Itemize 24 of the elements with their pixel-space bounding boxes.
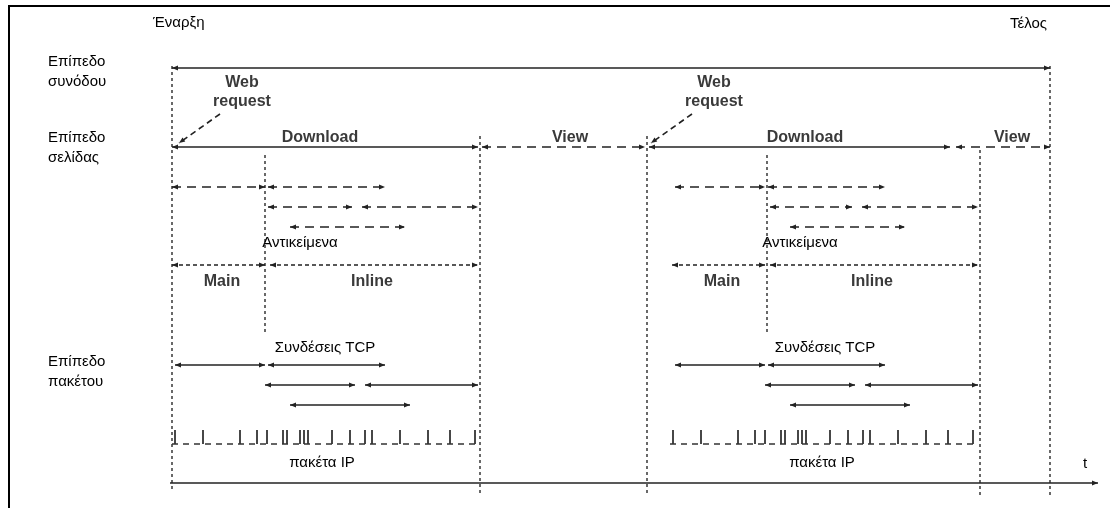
annotation-text: Web request xyxy=(672,72,756,114)
span-label: Main xyxy=(203,271,241,291)
axis-label: t xyxy=(1083,453,1088,473)
span-label: Inline xyxy=(351,271,393,291)
axis-label: Επίπεδο πακέτου xyxy=(48,351,107,390)
axis-label: Αντικείμενα xyxy=(262,232,338,252)
axis-label: πακέτα IP xyxy=(789,452,855,472)
span-label: View xyxy=(551,127,589,147)
leader-arrow xyxy=(178,113,221,144)
axis-label: Επίπεδο συνόδου xyxy=(48,51,108,90)
axis-label: Συνδέσεις TCP xyxy=(774,337,876,357)
axis-label: Έναρξη xyxy=(153,12,205,32)
span-label: Inline xyxy=(851,271,893,291)
span-label: Download xyxy=(766,127,844,147)
leader-arrow xyxy=(650,113,693,144)
axis-label: Συνδέσεις TCP xyxy=(274,337,376,357)
axis-label: Τέλος xyxy=(1010,13,1048,33)
span-label: View xyxy=(993,127,1031,147)
axis-label: πακέτα IP xyxy=(289,452,355,472)
axis-label: Αντικείμενα xyxy=(762,232,838,252)
span-label: Download xyxy=(281,127,359,147)
span-label: Main xyxy=(703,271,741,291)
annotation-text: Web request xyxy=(200,72,284,114)
axis-label: Επίπεδο σελίδας xyxy=(48,127,107,166)
